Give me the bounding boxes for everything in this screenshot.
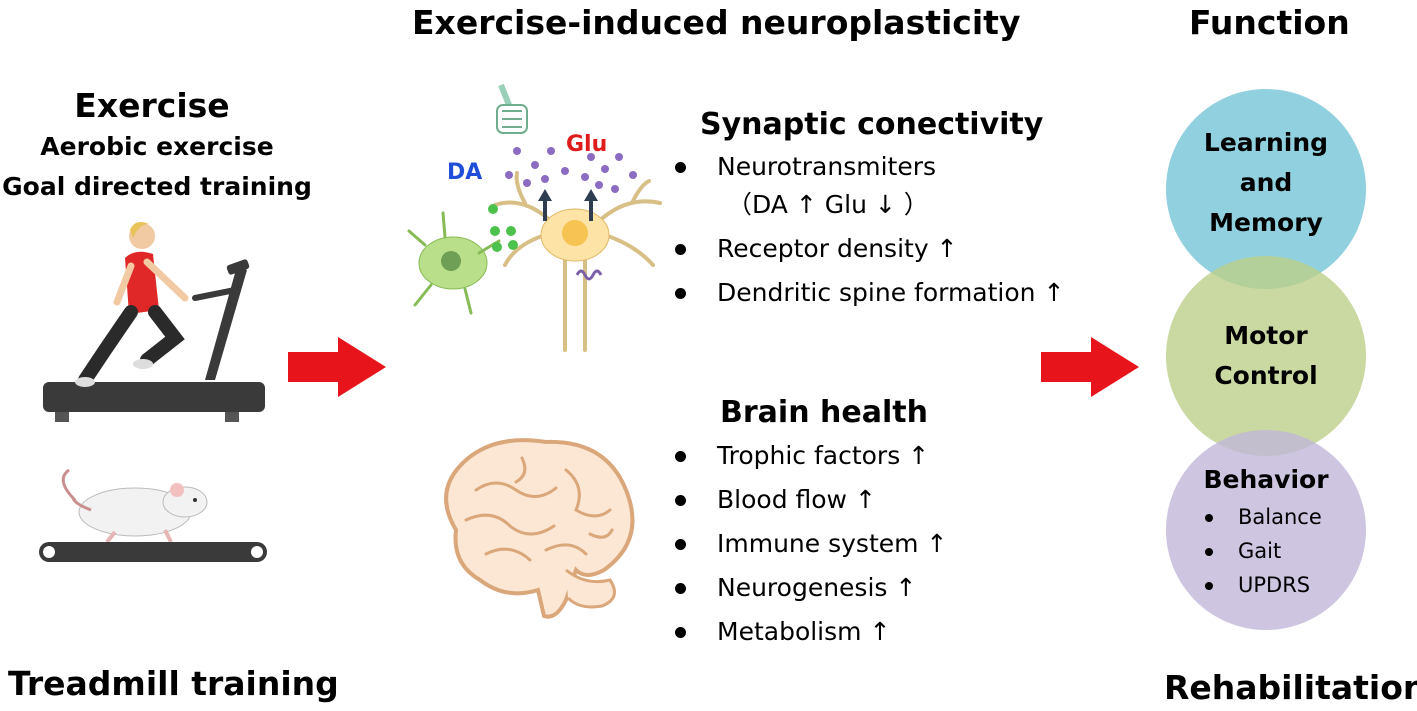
glu-label: Glu xyxy=(566,132,608,157)
arrow-exercise-to-plasticity xyxy=(288,337,386,397)
behavior-item: Gait xyxy=(1205,534,1322,568)
synaptic-list: Neurotransmiters （DA ↑ Glu ↓ ） Receptor … xyxy=(675,145,1064,315)
arrow-plasticity-to-function xyxy=(1041,337,1139,397)
brain-illustration xyxy=(444,438,635,619)
da-label: DA xyxy=(447,160,483,185)
brain-health-item: Metabolism ↑ xyxy=(675,610,947,654)
brain-health-item: Trophic factors ↑ xyxy=(675,434,947,478)
synaptic-item: Neurotransmiters xyxy=(675,145,1064,189)
rat-treadmill-illustration xyxy=(39,468,267,562)
exercise-aerobic: Aerobic exercise xyxy=(40,132,274,161)
synaptic-title: Synaptic conectivity xyxy=(700,107,1044,142)
rehabilitation-label: Rehabilitation xyxy=(1164,668,1417,707)
exercise-goal-directed: Goal directed training xyxy=(2,172,312,201)
brain-health-item: Immune system ↑ xyxy=(675,522,947,566)
behavior-circle xyxy=(1166,430,1366,630)
motor-control-circle xyxy=(1166,256,1366,456)
brain-health-item: Neurogenesis ↑ xyxy=(675,566,947,610)
center-title: Exercise-induced neuroplasticity xyxy=(412,3,1021,42)
function-title: Function xyxy=(1189,3,1350,42)
synaptic-item: （DA ↑ Glu ↓ ） xyxy=(727,190,929,219)
behavior-list: Balance Gait UPDRS xyxy=(1205,500,1322,602)
synaptic-item: Dendritic spine formation ↑ xyxy=(675,271,1064,315)
brain-health-list: Trophic factors ↑ Blood flow ↑ Immune sy… xyxy=(675,434,947,654)
brain-health-title: Brain health xyxy=(720,395,928,430)
brain-health-item: Blood flow ↑ xyxy=(675,478,947,522)
behavior-item: Balance xyxy=(1205,500,1322,534)
synapse-neuron-illustration xyxy=(407,83,662,352)
behavior-label: Behavior xyxy=(1166,460,1366,500)
behavior-text: Behavior xyxy=(1203,465,1329,494)
runner-treadmill-illustration xyxy=(43,222,265,422)
behavior-item: UPDRS xyxy=(1205,568,1322,602)
learning-memory-label: Learning and Memory xyxy=(1166,123,1366,243)
learning-memory-text: Learning and Memory xyxy=(1203,128,1329,237)
exercise-title: Exercise xyxy=(74,86,230,125)
learning-memory-circle xyxy=(1166,89,1366,289)
synaptic-item: Receptor density ↑ xyxy=(675,227,1064,271)
motor-control-text: Motor Control xyxy=(1214,321,1318,390)
motor-control-label: Motor Control xyxy=(1166,316,1366,396)
treadmill-training-label: Treadmill training xyxy=(8,664,339,703)
